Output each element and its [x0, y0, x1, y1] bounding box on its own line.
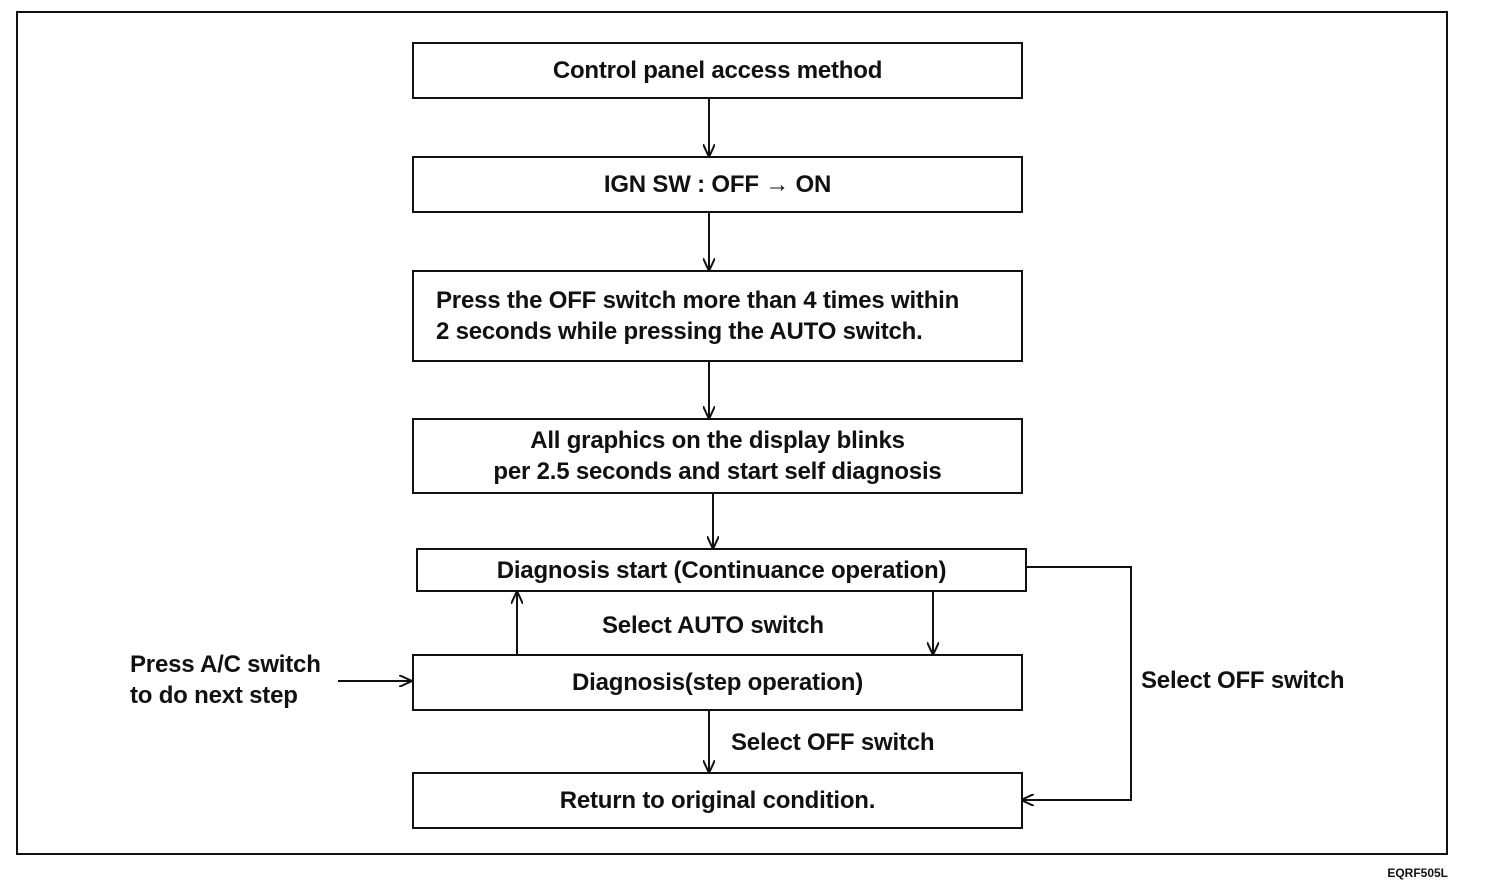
box-diagnosis-step: Diagnosis(step operation) [412, 654, 1023, 711]
label-select-off-bottom: Select OFF switch [731, 729, 935, 756]
box-ign-sw: IGN SW : OFF → ON [412, 156, 1023, 213]
box-press-off-line-2: 2 seconds while pressing the AUTO switch… [436, 318, 923, 345]
arrow-b5-b7 [1021, 566, 1132, 800]
box-graphics-blink-line-1: All graphics on the display blinks [530, 427, 905, 454]
box-return-original: Return to original condition. [412, 772, 1023, 829]
box-access-method: Control panel access method [412, 42, 1023, 99]
box-return-original-text: Return to original condition. [559, 787, 876, 814]
figure-code: EQRF505L [1387, 866, 1448, 880]
label-press-ac: Press A/C switch to do next step [130, 649, 321, 711]
box-access-method-text: Control panel access method [552, 57, 883, 84]
box-graphics-blink: All graphics on the display blinks per 2… [412, 418, 1023, 494]
box-graphics-blink-line-2: per 2.5 seconds and start self diagnosis [493, 458, 942, 485]
label-press-ac-line-2: to do next step [130, 682, 298, 709]
label-select-auto: Select AUTO switch [602, 612, 824, 639]
label-select-off-right: Select OFF switch [1141, 667, 1345, 694]
box-press-off-line-1: Press the OFF switch more than 4 times w… [436, 287, 960, 314]
box-diagnosis-step-text: Diagnosis(step operation) [571, 669, 864, 696]
box-press-off: Press the OFF switch more than 4 times w… [412, 270, 1023, 362]
box-diagnosis-start-text: Diagnosis start (Continuance operation) [496, 556, 947, 584]
label-press-ac-line-1: Press A/C switch [130, 651, 321, 678]
box-diagnosis-start: Diagnosis start (Continuance operation) [416, 548, 1027, 592]
diagram-frame [16, 11, 1448, 855]
box-ign-sw-text: IGN SW : OFF → ON [603, 171, 832, 198]
